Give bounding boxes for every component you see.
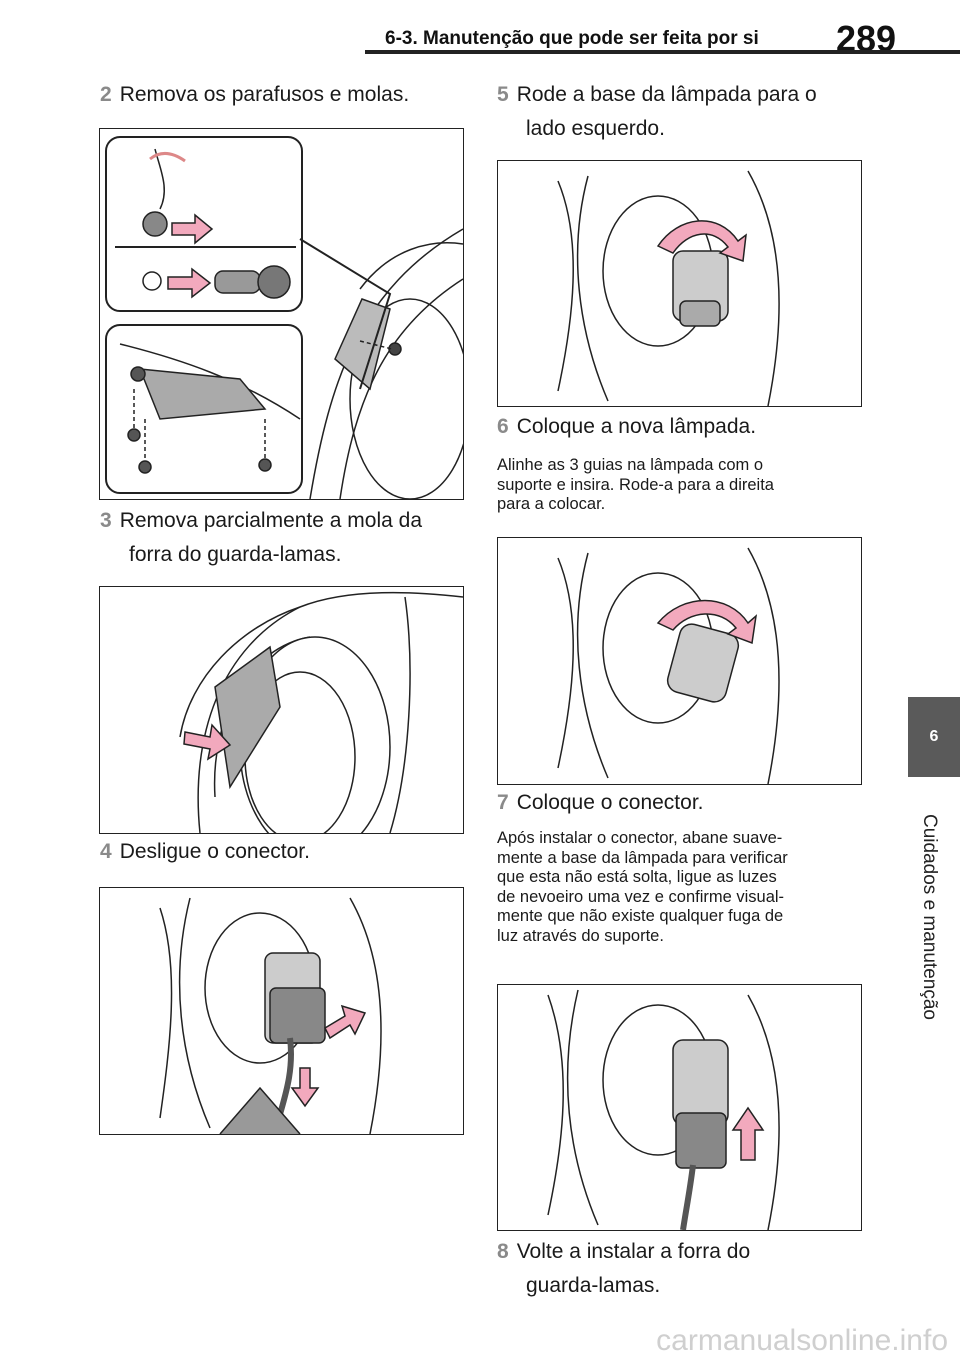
arrow — [171, 213, 214, 245]
watermark: carmanualsonline.info — [656, 1324, 948, 1357]
step-text: Coloque o conector. — [516, 791, 704, 814]
note-line: Após instalar o conector, abane suave- — [497, 829, 783, 847]
step-number: 4 — [100, 840, 112, 863]
header-rule — [365, 50, 960, 54]
note-line: suporte e insira. Rode-a para a direita — [497, 475, 774, 494]
figure-install-new-bulb — [497, 537, 862, 785]
step-text: Volte a instalar a forra do — [516, 1240, 751, 1263]
figure-disconnect-connector — [99, 887, 464, 1135]
figure-install-connector — [497, 984, 862, 1231]
step-6: 6 Coloque a nova lâmpada. — [497, 410, 756, 444]
step-number: 8 — [497, 1240, 509, 1263]
step-text: Rode a base da lâmpada para o — [516, 83, 817, 106]
step-number: 2 — [100, 83, 112, 106]
step-number: 7 — [497, 791, 509, 814]
note-line: que esta não está solta, ligue as luzes — [497, 868, 777, 886]
step-text-continued: guarda-lamas. — [526, 1274, 661, 1297]
note-align-guides: Alinhe as 3 guias na lâmpada com o supor… — [497, 456, 774, 515]
figure-remove-screws-clips — [99, 128, 464, 500]
step-text-continued: forra do guarda-lamas. — [129, 543, 342, 566]
figure-rotate-bulb-left — [497, 160, 862, 407]
chapter-label: Cuidados e manutenção — [903, 797, 955, 1037]
step-number: 5 — [497, 83, 509, 106]
step-text: Remova os parafusos e molas. — [119, 83, 410, 106]
step-text: Remova parcialmente a mola da — [119, 509, 423, 532]
step-4: 4 Desligue o conector. — [100, 835, 310, 869]
note-line: luz através do suporte. — [497, 926, 664, 945]
figure-fender-liner — [99, 586, 464, 834]
step-8: 8 Volte a instalar a forra do guarda-lama… — [497, 1235, 750, 1303]
step-number: 3 — [100, 509, 112, 532]
note-line: mente a base da lâmpada para verificar — [497, 848, 788, 867]
step-2: 2 Remova os parafusos e molas. — [100, 78, 409, 112]
note-line: mente que não existe qualquer fuga de — [497, 907, 784, 925]
step-text-continued: lado esquerdo. — [526, 117, 665, 140]
step-7: 7 Coloque o conector. — [497, 786, 703, 820]
chapter-tab: 6 — [908, 697, 960, 777]
note-line: Alinhe as 3 guias na lâmpada com o — [497, 456, 763, 474]
note-check-connector: Após instalar o conector, abane suave- m… — [497, 829, 788, 946]
note-line: de nevoeiro uma vez e confirme visual- — [497, 887, 785, 906]
step-3: 3 Remova parcialmente a mola da forra do … — [100, 504, 422, 572]
step-text: Coloque a nova lâmpada. — [516, 415, 757, 438]
step-number: 6 — [497, 415, 509, 438]
chapter-label-text: Cuidados e manutenção — [919, 814, 940, 1020]
step-5: 5 Rode a base da lâmpada para o lado esqu… — [497, 78, 817, 146]
step-text: Desligue o conector. — [119, 840, 310, 863]
note-line: para a colocar. — [497, 495, 606, 513]
section-title: 6-3. Manutenção que pode ser feita por s… — [385, 28, 759, 49]
